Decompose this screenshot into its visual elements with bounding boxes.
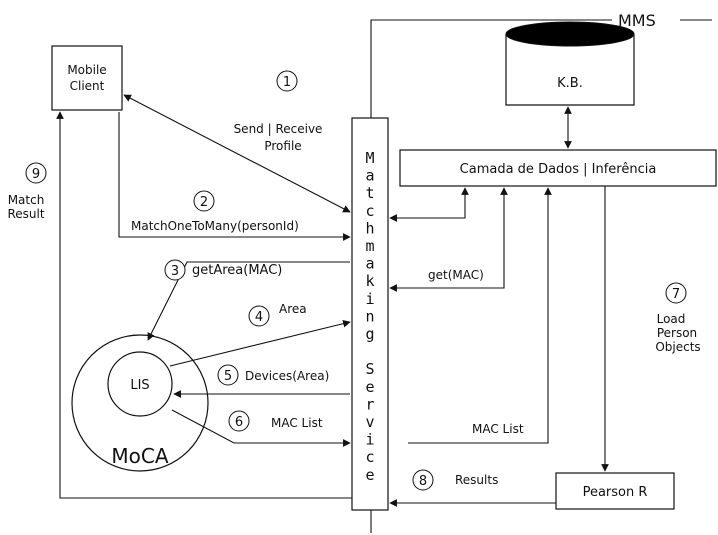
matchmaking-letter: a (365, 255, 374, 273)
match-result-line1: Match (8, 193, 45, 207)
step-3-badge: 3 (164, 259, 186, 281)
step-9-number: 9 (32, 167, 40, 182)
mobile-client-label-line1: Mobile (67, 63, 106, 77)
pearson-label: Pearson R (583, 485, 648, 500)
match-one-to-many-label: MatchOneToMany(personId) (131, 219, 299, 233)
step-9-badge: 9 (25, 162, 47, 184)
lis-circle: LIS (107, 351, 173, 417)
match-result-arrow (56, 111, 352, 499)
match-one-to-many-arrow (118, 112, 351, 241)
mm-camada-bidirectional (389, 187, 469, 222)
mac-list-right-arrow (408, 187, 552, 444)
step-3-number: 3 (171, 264, 179, 279)
matchmaking-letter: M (365, 149, 374, 167)
camada-label: Camada de Dados | Inferência (460, 162, 657, 177)
matchmaking-letter: e (365, 466, 374, 484)
load-label-line3: Objects (655, 340, 700, 354)
devices-label: Devices(Area) (245, 369, 329, 383)
area-arrow (169, 319, 351, 367)
matchmaking-letter: c (365, 448, 374, 466)
step-6-number: 6 (235, 415, 243, 430)
kb-database: K.B. (505, 21, 635, 106)
matchmaking-letter: h (365, 219, 374, 237)
get-mac-label: get(MAC) (428, 268, 484, 282)
mobile-client-box: Mobile Client (51, 45, 123, 111)
send-receive-arrow (123, 94, 351, 213)
step-1-number: 1 (283, 75, 291, 90)
matchmaking-letter: n (365, 307, 374, 325)
get-area-label: getArea(MAC) (192, 263, 282, 278)
mms-label: MMS (618, 11, 656, 30)
step-2-badge: 2 (193, 190, 215, 212)
step-6-badge: 6 (228, 410, 250, 432)
step-4-badge: 4 (248, 305, 270, 327)
mac-list-right-label: MAC List (472, 422, 524, 436)
matchmaking-letter: i (365, 290, 374, 308)
send-receive-line2: Profile (264, 139, 301, 153)
area-label: Area (279, 302, 307, 316)
mobile-client-label-line2: Client (70, 79, 105, 93)
step-7-badge: 7 (665, 282, 687, 304)
matchmaking-letter: m (365, 237, 374, 255)
matchmaking-letter: k (365, 272, 374, 290)
step-7-number: 7 (672, 287, 680, 302)
camada-dados-box: Camada de Dados | Inferência (399, 149, 717, 187)
step-5-badge: 5 (217, 364, 239, 386)
step-5-number: 5 (224, 369, 232, 384)
matchmaking-letter: i (365, 431, 374, 449)
load-label-line2: Person (657, 326, 697, 340)
step-1-badge: 1 (276, 70, 298, 92)
step-2-number: 2 (200, 195, 208, 210)
mms-boundary: MMS (370, 11, 712, 533)
send-receive-line1: Send | Receive (234, 122, 323, 136)
matchmaking-letter: S (365, 360, 374, 378)
matchmaking-letter: r (365, 395, 374, 413)
match-result-line2: Result (7, 207, 44, 221)
get-mac-arrow (389, 187, 508, 292)
step-8-number: 8 (419, 474, 427, 489)
step-8-badge: 8 (412, 469, 434, 491)
matchmaking-letter: a (365, 167, 374, 185)
mac-list-left-label: MAC List (271, 416, 323, 430)
matchmaking-letter: c (365, 202, 374, 220)
matchmaking-letter: g (365, 325, 374, 343)
lis-label: LIS (130, 378, 149, 393)
mac-list-left-arrow (171, 409, 351, 447)
load-label-line1: Load (657, 312, 686, 326)
get-area-arrow (147, 261, 350, 341)
results-label: Results (455, 473, 498, 487)
step-4-number: 4 (255, 310, 263, 325)
matchmaking-letter: t (365, 184, 374, 202)
moca-label: MoCA (111, 444, 168, 468)
pearson-r-box: Pearson R (555, 472, 675, 510)
matchmaking-letter: e (365, 378, 374, 396)
matchmaking-letter: v (365, 413, 374, 431)
kb-label: K.B. (557, 76, 583, 91)
